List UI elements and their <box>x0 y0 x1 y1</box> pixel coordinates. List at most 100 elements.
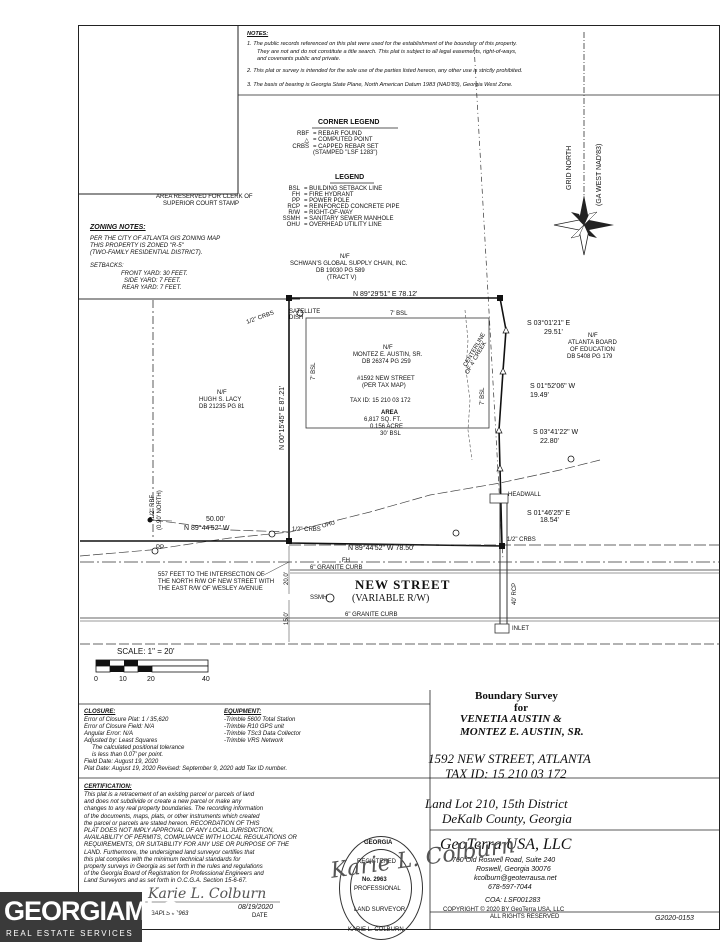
cert-text: This plat is a retracement of an existin… <box>84 792 297 886</box>
grid-north-datum: (GA WEST NAD'83) <box>596 143 603 206</box>
grid-north-label: GRID NORTH <box>566 145 573 190</box>
mls-subtitle: REAL ESTATE SERVICES <box>6 929 134 938</box>
cert-line: property surveys in Georgia as set forth… <box>84 864 263 871</box>
cert-line: changes to any real property boundaries.… <box>84 806 264 813</box>
mls-watermark: GEORGIAMLS REAL ESTATE SERVICES <box>0 892 180 942</box>
cert-line: and does not subdivide or create a new p… <box>84 799 242 806</box>
field-date: Field Date: August 19, 2020 <box>84 759 159 765</box>
clerk-stamp-line2: SUPERIOR COURT STAMP <box>163 201 240 207</box>
lacy-name: HUGH S. LACY <box>199 397 242 403</box>
setbacks-label: SETBACKS: <box>90 263 124 269</box>
cert-line: This plat is a retracement of an existin… <box>84 792 255 798</box>
school-name: ATLANTA BOARD <box>568 340 617 346</box>
east-bearing-4: S 01°46'25" E <box>527 510 571 517</box>
note-3: 3. The basis of bearing is Georgia State… <box>247 82 513 88</box>
title-tax-id: TAX ID: 15 210 03 172 <box>445 766 567 781</box>
legend-key: R/W <box>288 210 300 216</box>
east-distance-2: 19.49' <box>530 392 549 399</box>
intersection-line1: 557 FEET TO THE INTERSECTION OF <box>158 572 265 578</box>
headwall-label: HEADWALL <box>508 492 541 498</box>
notes-heading: NOTES: <box>247 31 269 37</box>
title-address: 1592 NEW STREET, ATLANTA <box>428 751 591 766</box>
copyright: COPYRIGHT © 2020 BY GeoTerra USA, LLC <box>443 907 565 913</box>
cert-line: PLAT DOES NOT IMPLY APPROVAL OF ANY LOCA… <box>84 828 275 835</box>
bsl-top: 7' BSL <box>390 311 408 317</box>
corner-legend-row: △= COMPUTED POINT <box>275 137 379 144</box>
ssmh-label: SSMH <box>310 595 328 601</box>
cert-line: AVAILABILITY OF PERMITS, COMPLIANCE WITH… <box>84 835 297 842</box>
legend-row: PP= POWER POLE <box>266 198 400 204</box>
rear-yard: REAR YARD: 7 FEET. <box>122 285 182 291</box>
scale-tick-10: 10 <box>119 676 127 683</box>
lacy-nf: N/F <box>217 390 227 396</box>
seal-land-surveyor: LAND SURVEYOR <box>354 907 406 913</box>
east-bearing-3: S 03°41'22" W <box>533 429 579 436</box>
inlet-label: INLET <box>512 626 530 632</box>
east-bearing-2: S 01°52'06" W <box>530 383 576 390</box>
equipment-title: EQUIPMENT: <box>224 709 262 715</box>
legend-key: OHU <box>286 222 300 228</box>
area-sqft: 6,817 SQ. FT. <box>364 417 402 423</box>
cert-date: 08/19/2020 <box>238 904 274 911</box>
adjusted-by: Adjusted by: Least Squares <box>84 738 158 744</box>
bsl-left: 7' BSL <box>311 362 317 381</box>
zoning-line3: (TWO-FAMILY RESIDENTIAL DISTRICT). <box>90 250 203 256</box>
bsl-right: 7' BSL <box>480 387 486 406</box>
owner-name: MONTEZ E. AUSTIN, SR. <box>353 352 423 358</box>
tolerance-1: The calculated positional tolerance <box>92 745 185 751</box>
zoning-title: ZONING NOTES: <box>90 224 146 231</box>
company-coa: COA: LSF001283 <box>485 897 541 904</box>
corner-legend-key <box>275 150 309 156</box>
corner-legend-row: CRBS= CAPPED REBAR SET <box>275 144 378 150</box>
cert-line: REQUIREMENTS, OR SUITABILITY FOR ANY USE… <box>84 842 290 849</box>
rbf-offset: (0.90' NORTH) <box>157 490 163 530</box>
crbs-sw: 1/2" CRBS <box>292 527 321 533</box>
pp-label: PP <box>156 545 165 551</box>
legend-desc: = REINFORCED CONCRETE PIPE <box>304 204 400 210</box>
seal-inner <box>350 849 412 927</box>
signature-icon: Karie L. Colburn <box>148 886 267 902</box>
scale-tick-20: 20 <box>147 676 155 683</box>
frontage-distance: 50.00' <box>206 516 225 523</box>
rbf-label: 1/2" RBF <box>150 494 156 519</box>
client-2: MONTEZ E. AUSTIN, SR. <box>460 726 584 738</box>
tolerance-2: is less than 0.07' per point. <box>92 752 164 758</box>
front-yard: FRONT YARD: 30 FEET. <box>121 271 188 277</box>
corner-legend-desc: = REBAR FOUND <box>313 131 362 137</box>
owner-nf: N/F <box>383 345 393 351</box>
legend-desc: = OVERHEAD UTILITY LINE <box>304 222 382 228</box>
legend-desc: = RIGHT-OF-WAY <box>304 210 353 216</box>
legend-key: RCP <box>287 204 300 210</box>
area-acre: 0.156 ACRE <box>370 424 404 430</box>
closure-plat: Error of Closure Plat: 1 / 35,620 <box>84 717 169 723</box>
rcp-label: 40' RCP <box>512 582 518 605</box>
scale-tick-40: 40 <box>202 676 210 683</box>
cert-title: CERTIFICATION: <box>84 784 132 790</box>
company-address-2: Roswell, Georgia 30076 <box>476 866 551 873</box>
east-distance-4: 18.54' <box>540 517 559 524</box>
seal-professional: PROFESSIONAL <box>354 886 401 892</box>
title-survey: Boundary Survey <box>475 690 558 702</box>
cert-line: this plat complies with the minimum tech… <box>84 856 241 863</box>
school-name-2: OF EDUCATION <box>570 347 615 353</box>
street-row-width: (VARIABLE R/W) <box>352 593 430 604</box>
corner-legend-row: RBF= REBAR FOUND <box>275 131 379 137</box>
curb-north: 6" GRANITE CURB <box>310 565 363 571</box>
corner-legend-row: (STAMPED "LSF 1283") <box>275 150 379 156</box>
seal-name: KARIE L. COLBURN <box>348 927 404 933</box>
legend-row: RCP = REINFORCED CONCRETE PIPE <box>266 204 400 210</box>
bottom-bearing: N 89°44'52" W 78.50' <box>348 545 415 552</box>
scale-label: SCALE: 1" = 20' <box>117 647 175 656</box>
client-1: VENETIA AUSTIN & <box>460 713 562 725</box>
corner-legend-title: CORNER LEGEND <box>318 119 380 126</box>
corner-legend-desc: = COMPUTED POINT <box>313 137 373 143</box>
legend-row: R/W = RIGHT-OF-WAY <box>266 210 400 216</box>
legend-row: BSL= BUILDING SETBACK LINE <box>266 186 400 192</box>
company-phone: 678-597-7044 <box>488 884 532 891</box>
surveyor-seal-icon: GEORGIA REGISTERED No. 2963 PROFESSIONAL… <box>339 836 423 940</box>
area-label: AREA <box>381 410 399 416</box>
equip-2: -Trimble R10 GPS unit <box>224 724 284 730</box>
legend-key: SSMH <box>282 216 300 222</box>
west-bearing: N 00°15'45" E 87.21' <box>279 385 286 450</box>
plat-date: Plat Date: August 19, 2020 Revised: Sept… <box>84 766 288 772</box>
